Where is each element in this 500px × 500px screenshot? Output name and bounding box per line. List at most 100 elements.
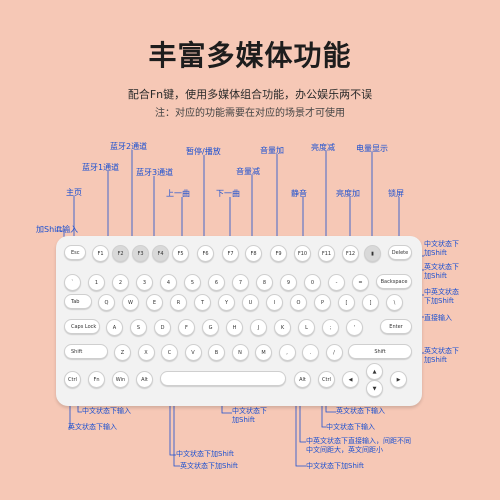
key-num-8[interactable]: 8: [256, 274, 273, 291]
label-bottom-5: 中文状态下输入: [326, 423, 375, 431]
label-bt3: 蓝牙3通道: [136, 168, 174, 177]
key-esc[interactable]: Esc: [64, 245, 86, 260]
label-right-2b: 加Shift: [424, 272, 447, 280]
key-a-row-1[interactable]: S: [130, 319, 147, 336]
page-note: 注：对应的功能需要在对应的场景才可使用: [155, 108, 345, 119]
label-bt2: 蓝牙2通道: [110, 142, 148, 151]
key-q-row-5[interactable]: Y: [218, 294, 235, 311]
label-right-5b: 加Shift: [424, 356, 447, 364]
key-num-7[interactable]: 7: [232, 274, 249, 291]
key-num-10[interactable]: 0: [304, 274, 321, 291]
key-f7[interactable]: F7: [222, 245, 239, 262]
key-a-row-6[interactable]: J: [250, 319, 267, 336]
page-subtitle: 配合Fn键，使用多媒体组合功能，办公娱乐两不误: [127, 88, 373, 101]
key-arrow-up[interactable]: ▲: [366, 363, 383, 380]
key-arrow-left[interactable]: ◀: [342, 371, 359, 388]
key-f2[interactable]: F2: [112, 245, 129, 262]
key-f1[interactable]: F1: [92, 245, 109, 262]
label-right-3: 中英文状态下加Shift: [424, 288, 459, 306]
key-a-row-9[interactable]: ;: [322, 319, 339, 336]
key-num-1[interactable]: 1: [88, 274, 105, 291]
key-f5[interactable]: F5: [172, 245, 189, 262]
label-right-2a: 英文状态下: [424, 263, 459, 271]
key-f8[interactable]: F8: [245, 245, 262, 262]
label-battery: 电量显示: [356, 144, 388, 153]
key-q-row-0[interactable]: Q: [98, 294, 115, 311]
key-enter[interactable]: Enter: [380, 319, 412, 334]
key-num-3[interactable]: 3: [136, 274, 153, 291]
key-ctrl-left[interactable]: Ctrl: [64, 371, 81, 388]
key-f10[interactable]: F10: [294, 245, 311, 262]
key-z-row-4[interactable]: B: [208, 344, 225, 361]
key-z-row-7[interactable]: ,: [278, 344, 296, 361]
key-caps[interactable]: Caps Lock: [64, 319, 100, 334]
key-q-row-9[interactable]: P: [314, 294, 331, 311]
key-q-row-7[interactable]: I: [266, 294, 283, 311]
label-bt1: 蓝牙1通道: [82, 163, 120, 172]
key-arrow-down[interactable]: ▼: [366, 380, 383, 397]
label-right-1: 中文状态下加Shift: [424, 240, 459, 258]
key-ctrl-right[interactable]: Ctrl: [318, 371, 335, 388]
key-battery[interactable]: ▮: [364, 245, 381, 262]
label-bottom-9: 中文状态下加Shift: [306, 462, 364, 470]
key-space[interactable]: [160, 371, 286, 386]
key-a-row-10[interactable]: ': [346, 319, 363, 336]
key-q-row-12[interactable]: \: [386, 294, 403, 311]
key-a-row-3[interactable]: F: [178, 319, 195, 336]
key-win[interactable]: Win: [112, 371, 129, 388]
key-num-9[interactable]: 9: [280, 274, 297, 291]
key-f11[interactable]: F11: [318, 245, 335, 262]
key-a-row-7[interactable]: K: [274, 319, 291, 336]
key-a-row-8[interactable]: L: [298, 319, 315, 336]
key-num-0[interactable]: `: [64, 274, 81, 291]
key-a-row-0[interactable]: A: [106, 319, 123, 336]
label-right-3b: 下加Shift: [424, 297, 454, 305]
label-bright-up: 亮度加: [336, 189, 360, 198]
key-z-row-9[interactable]: /: [325, 344, 343, 361]
key-alt-left[interactable]: Alt: [136, 371, 153, 388]
label-right-2: 英文状态下加Shift: [424, 263, 459, 281]
key-z-row-5[interactable]: N: [231, 344, 249, 361]
key-z-row-1[interactable]: X: [137, 344, 155, 361]
key-q-row-8[interactable]: O: [290, 294, 307, 311]
key-f6[interactable]: F6: [197, 245, 214, 262]
key-a-row-2[interactable]: D: [154, 319, 171, 336]
key-a-row-5[interactable]: H: [226, 319, 243, 336]
label-add-shift: 加Shift输入: [36, 225, 79, 234]
key-z-row-3[interactable]: V: [184, 344, 202, 361]
key-q-row-11[interactable]: ]: [362, 294, 379, 311]
key-f9[interactable]: F9: [270, 245, 287, 262]
key-z-row-8[interactable]: .: [302, 344, 319, 361]
key-fn[interactable]: Fn: [88, 371, 105, 388]
key-f3[interactable]: F3: [132, 245, 149, 262]
key-q-row-2[interactable]: E: [146, 294, 163, 311]
key-num-4[interactable]: 4: [160, 274, 177, 291]
key-z-row-6[interactable]: M: [255, 344, 272, 361]
key-num-11[interactable]: -: [328, 274, 345, 291]
key-shift-right[interactable]: Shift: [348, 344, 412, 359]
label-mute: 静音: [291, 189, 307, 198]
key-alt-right[interactable]: Alt: [294, 371, 311, 388]
key-num-6[interactable]: 6: [208, 274, 225, 291]
key-q-row-1[interactable]: W: [122, 294, 139, 311]
label-bottom-1: 中文状态下输入: [82, 407, 131, 415]
key-num-5[interactable]: 5: [184, 274, 201, 291]
key-backspace[interactable]: Backspace: [376, 274, 412, 289]
label-right-5: 英文状态下加Shift: [424, 347, 459, 365]
key-f12[interactable]: F12: [342, 245, 359, 262]
key-tab[interactable]: Tab: [64, 294, 92, 309]
key-arrow-right[interactable]: ▶: [390, 371, 407, 388]
key-z-row-2[interactable]: C: [161, 344, 178, 361]
key-z-row-0[interactable]: Z: [114, 344, 131, 361]
key-shift-left[interactable]: Shift: [64, 344, 108, 359]
key-f4[interactable]: F4: [152, 245, 169, 262]
key-num-12[interactable]: =: [352, 274, 369, 291]
key-delete[interactable]: Delete: [388, 245, 412, 260]
label-lock: 锁屏: [388, 189, 404, 198]
key-q-row-4[interactable]: T: [194, 294, 211, 311]
key-q-row-3[interactable]: R: [170, 294, 187, 311]
key-a-row-4[interactable]: G: [202, 319, 219, 336]
key-q-row-6[interactable]: U: [242, 294, 259, 311]
key-q-row-10[interactable]: [: [338, 294, 355, 311]
key-num-2[interactable]: 2: [112, 274, 129, 291]
